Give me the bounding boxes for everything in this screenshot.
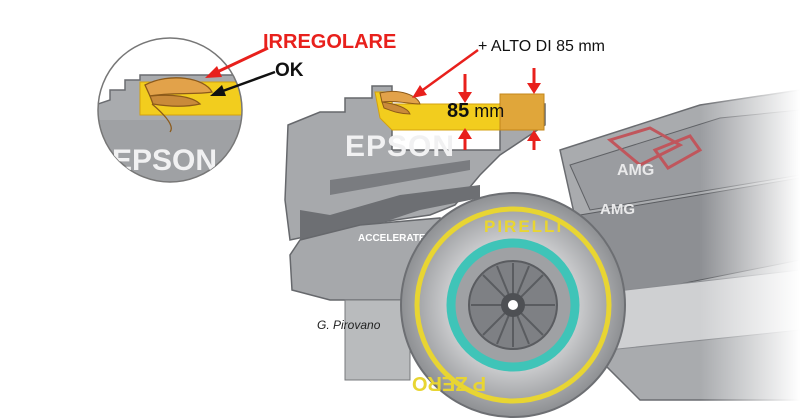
author-credit: G. Pirovano [317,318,381,332]
ok-label: OK [275,60,304,81]
arrow-head-alto [412,85,427,98]
irregular-label: IRREGOLARE [263,31,397,53]
team-mark-2: AMG [600,201,635,218]
endplate-text: ACCELERATE 2 [358,233,434,244]
team-mark-1: AMG [617,162,654,179]
sponsor-logo: EPSON [345,130,455,163]
rear-tyre [400,192,626,418]
dimension-unit: mm [474,101,505,121]
annotation-arrows [205,46,541,150]
arrow-head-irregular [205,66,222,78]
tyre-brand: PIRELLI [484,217,563,236]
zoom-detail [97,37,243,183]
dimension-value: 85 [447,100,470,122]
rear-wing [284,85,546,381]
arrow-head-ok [210,85,226,96]
tyre-model: P ZERO [412,372,486,394]
dimension-label: 85 mm [447,100,504,123]
sponsor-logo-zoom: EPSON [112,144,217,177]
height-note-label: + ALTO DI 85 mm [478,38,606,55]
